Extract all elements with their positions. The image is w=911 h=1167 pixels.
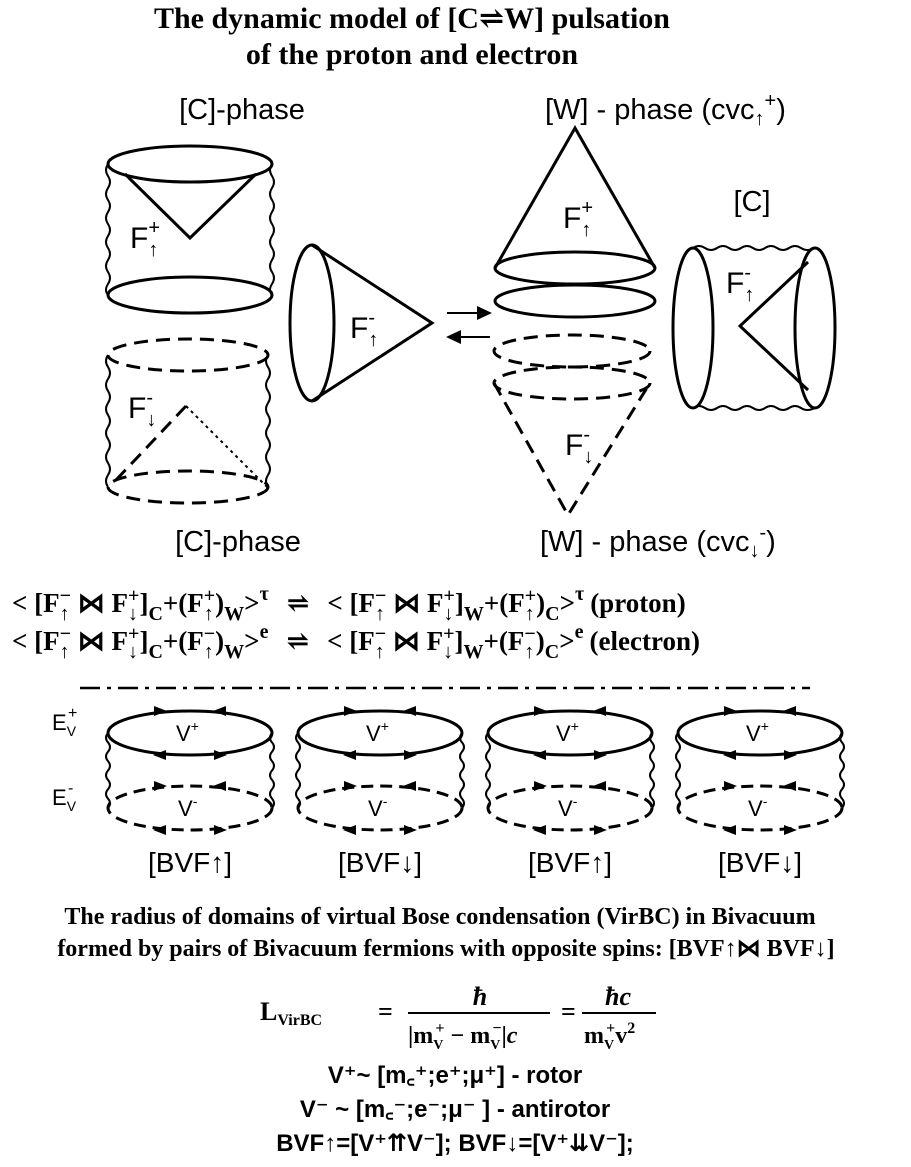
w-phase-cone-up: F↑+ xyxy=(493,124,657,319)
c-phase-cylinder-bottom: F↓- xyxy=(105,337,271,505)
energy-plus-label: EV+ xyxy=(52,705,77,739)
c-right-cylinder: F↑- xyxy=(671,245,837,411)
virbc-equation: LVirBC = ħ |mV+ − mV−|c = ħc mV+v2 xyxy=(260,982,656,1053)
caption-line-2: formed by pairs of Bivacuum fermions wit… xyxy=(57,936,834,962)
f-down-minus-label-w: F↓- xyxy=(565,424,593,468)
v-minus-label: V- xyxy=(558,793,578,821)
v-minus-label: V- xyxy=(748,793,768,821)
v-plus-label: V+ xyxy=(746,718,769,746)
w-phase-bottom-label: [W] - phase (cvc↓-) xyxy=(540,522,776,562)
svg-text:=: = xyxy=(561,997,576,1026)
v-plus-label: V+ xyxy=(176,718,199,746)
bvf-label: [BVF↓] xyxy=(718,847,802,878)
energy-minus-label: EV- xyxy=(52,780,77,814)
title-line-1: The dynamic model of [C⇌W] pulsation xyxy=(154,2,670,35)
c-right-label: [C] xyxy=(733,186,770,218)
f-up-minus-label-right: F↑- xyxy=(726,262,754,306)
w-phase-top-label: [W] - phase (cvc↑+) xyxy=(545,90,786,130)
svg-text:ħ: ħ xyxy=(473,982,487,1011)
electron-formula: < [F↑− ⋈ F↓+]C+(F↑−)W>e⇌< [F↑− ⋈ F↓+]W+(… xyxy=(12,621,700,663)
bvf-label: [BVF↑] xyxy=(148,847,232,878)
title-line-2: of the proton and electron xyxy=(246,38,579,71)
transition-arrows xyxy=(446,306,492,344)
rotor-definition: V⁺~ [m꜀⁺;e⁺;μ⁺] - rotor xyxy=(328,1062,582,1089)
bvf-label: [BVF↓] xyxy=(338,847,422,878)
svg-text:ħc: ħc xyxy=(605,982,631,1011)
proton-formula: < [F↑− ⋈ F↓+]C+(F↑+)W>τ⇌< [F↑− ⋈ F↓+]W+(… xyxy=(12,583,686,625)
bvf-definition: BVF↑=[V⁺⇈V⁻]; BVF↓=[V⁺⇊V⁻]; xyxy=(276,1130,634,1157)
c-phase-cylinder-top: F↑+ xyxy=(105,144,275,315)
v-plus-label: V+ xyxy=(556,718,579,746)
f-up-plus-label-w: F↑+ xyxy=(563,197,593,241)
svg-text:=: = xyxy=(378,997,393,1026)
f-up-plus-label-left: F↑+ xyxy=(130,217,160,261)
f-down-minus-label-left: F↓- xyxy=(128,387,156,431)
bvf-label: [BVF↑] xyxy=(528,847,612,878)
bvf-unit: V+ V- [BVF↓] xyxy=(675,706,845,878)
svg-text:mV+v2: mV+v2 xyxy=(584,1020,635,1053)
svg-text:LVirBC: LVirBC xyxy=(260,997,322,1029)
antirotor-definition: V⁻ ~ [m꜀⁻;e⁻;μ⁻ ] - antirotor xyxy=(300,1096,610,1123)
v-minus-label: V- xyxy=(368,793,388,821)
caption-line-1: The radius of domains of virtual Bose co… xyxy=(64,904,815,930)
v-minus-label: V- xyxy=(178,793,198,821)
svg-text:|mV+ − mV−|c: |mV+ − mV−|c xyxy=(408,1020,518,1053)
bvf-unit: V+ V- [BVF↓] xyxy=(295,706,465,878)
horizontal-cone-middle: F↑- xyxy=(288,243,435,403)
c-phase-top-label: [C]-phase xyxy=(179,94,305,126)
bvf-unit: V+ V- [BVF↑] xyxy=(105,706,275,878)
w-phase-cone-down: F↓- xyxy=(492,333,652,518)
c-phase-bottom-label: [C]-phase xyxy=(175,526,301,558)
bvf-units: V+ V- [BVF↑] V+ V- [BVF↓] V+ V- [BVF↑] V+ V- [BVF↓] xyxy=(105,706,845,878)
f-up-minus-label-middle: F↑- xyxy=(350,307,378,351)
bvf-unit: V+ V- [BVF↑] xyxy=(485,706,655,878)
v-plus-label: V+ xyxy=(366,718,389,746)
